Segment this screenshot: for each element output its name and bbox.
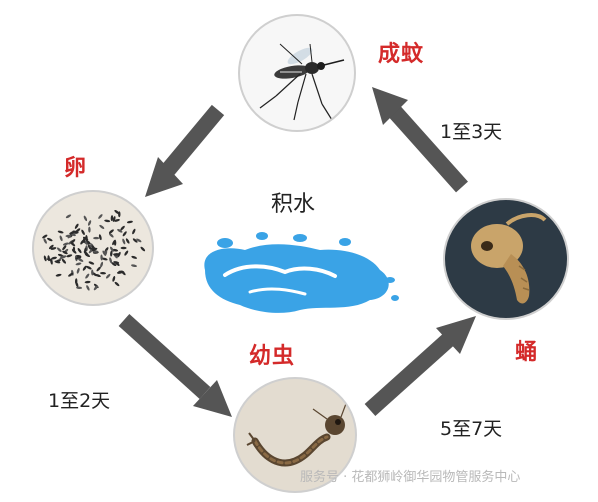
stage-label-larva: 幼虫 (249, 344, 296, 369)
duration-egg-to-larva: 1至2天 (48, 390, 111, 412)
larva-icon (246, 400, 348, 467)
water-splash-illustration (204, 232, 399, 313)
adult-mosquito-image (238, 14, 356, 132)
larva-image (233, 377, 357, 493)
watermark-text: 服务号 · 花都狮岭御华园物管服务中心 (300, 470, 521, 485)
duration-pupa-to-adult: 1至3天 (440, 121, 503, 143)
pupa-image (443, 198, 569, 320)
stage-label-adult: 成蚊 (378, 42, 425, 67)
arrow-larva-to-pupa (364, 316, 476, 416)
egg-image (32, 190, 154, 306)
arrow-adult-to-egg (145, 104, 225, 197)
center-label-standing-water: 积水 (271, 192, 316, 217)
pupa-icon (471, 213, 547, 304)
mosquito-icon (259, 43, 345, 121)
arrow-egg-to-larva (118, 314, 232, 417)
stage-label-egg: 卵 (64, 156, 88, 181)
egg-cluster-icon (42, 209, 146, 291)
duration-larva-to-pupa: 5至7天 (440, 418, 503, 440)
arrow-pupa-to-adult (372, 87, 468, 193)
stage-label-pupa: 蛹 (515, 340, 539, 365)
